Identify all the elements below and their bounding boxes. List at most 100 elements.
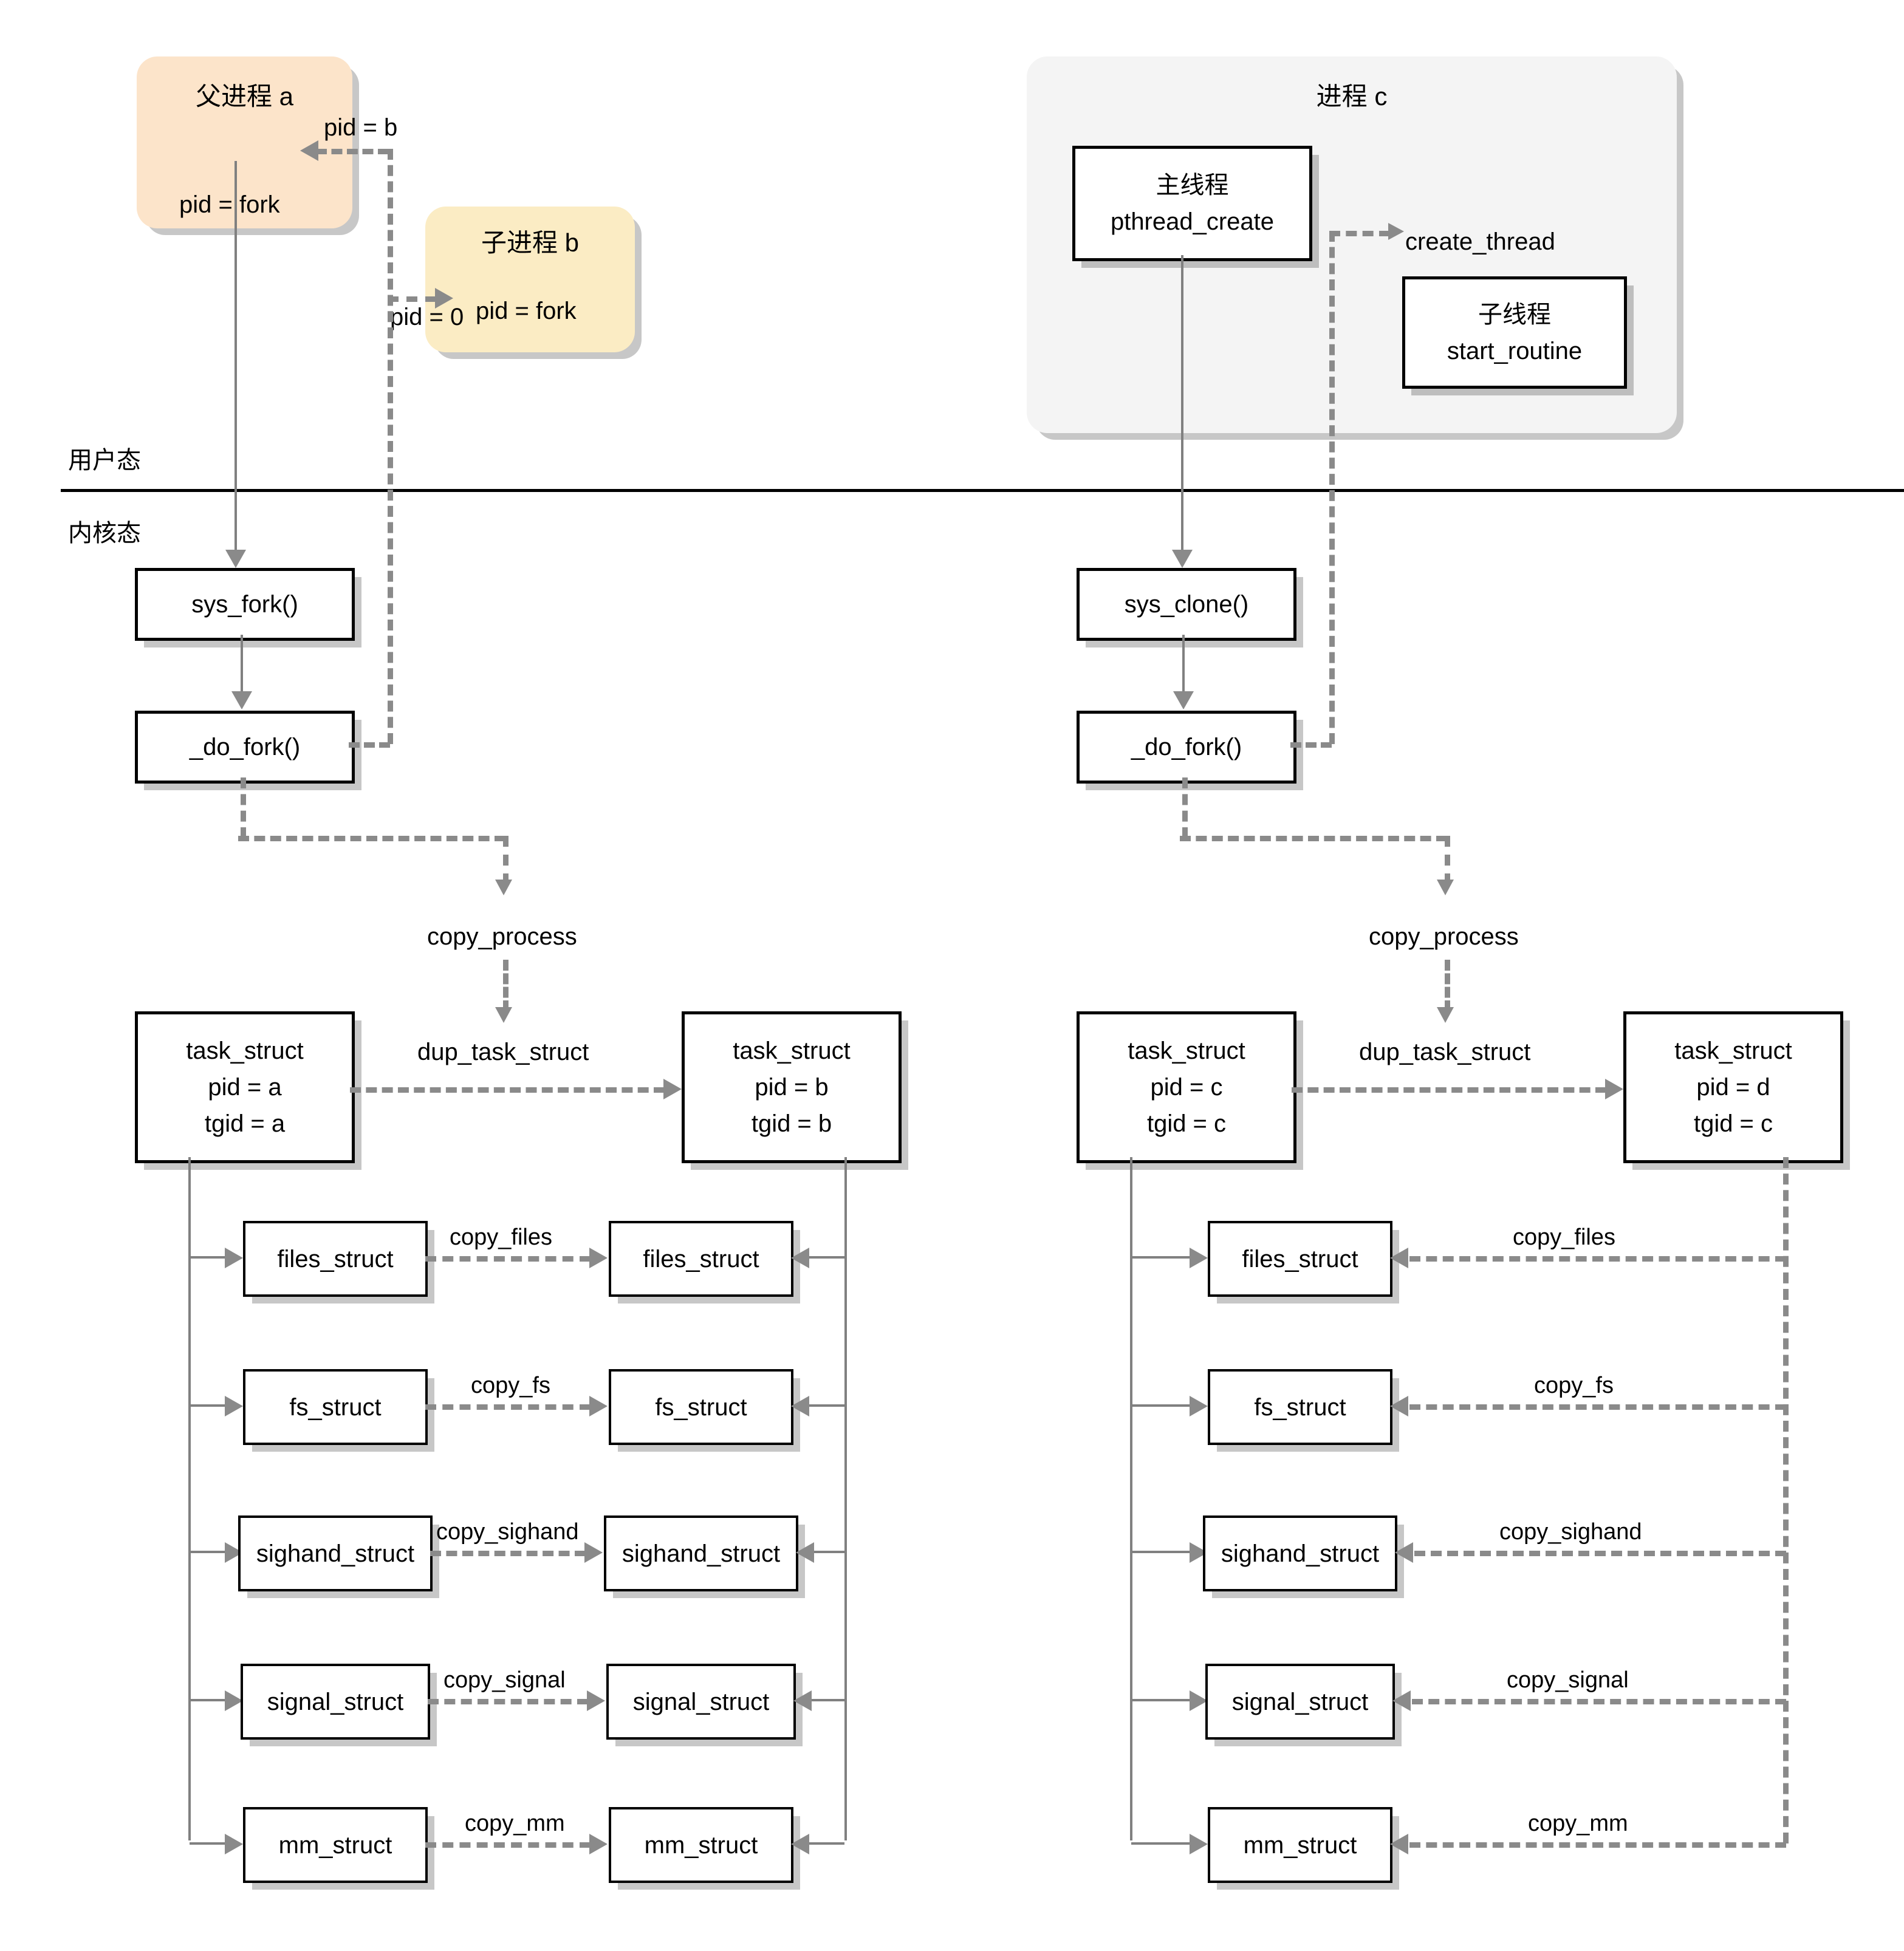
- main-thread-title: 主线程: [1156, 172, 1229, 199]
- task-struct-b-tgid: tgid = b: [751, 1110, 832, 1137]
- bus-to-files-right: [808, 1256, 844, 1259]
- kernel-mode-label: 内核态: [68, 520, 141, 547]
- copy-files-arrowhead-right: [1390, 1248, 1408, 1268]
- copy-process-label-right: copy_process: [1369, 923, 1519, 950]
- dofork-return-h-left: [349, 742, 390, 748]
- copy-files-arrowhead-left: [589, 1248, 608, 1268]
- copy-sighand-arrowhead-right: [1395, 1542, 1413, 1563]
- parent-process-body: pid = fork: [179, 191, 280, 218]
- task-d-bus-line: [1783, 1157, 1789, 1843]
- mm-struct-c-label: mm_struct: [1243, 1831, 1357, 1859]
- dofork-to-copyprocess-h-left: [238, 836, 505, 841]
- mainthread-to-sysclone-arrowhead: [1172, 550, 1193, 568]
- bus-to-files-right-c: [1131, 1256, 1192, 1259]
- signal-struct-c-label: signal_struct: [1231, 1688, 1369, 1715]
- mm-struct-right-box: mm_struct: [609, 1807, 793, 1883]
- copy-mm-label-right: copy_mm: [1528, 1811, 1628, 1836]
- child-process-container: 子进程 b pid = fork: [425, 207, 635, 352]
- sighand-struct-right-box: sighand_struct: [604, 1515, 798, 1591]
- files-struct-c-label: files_struct: [1242, 1245, 1358, 1273]
- task-struct-d-tgid: tgid = c: [1693, 1110, 1773, 1137]
- sys-fork-box: sys_fork(): [135, 568, 355, 641]
- parent-return-label: pid = b: [324, 114, 398, 141]
- do-fork-label-left: _do_fork(): [189, 734, 301, 760]
- copy-sighand-label-right: copy_sighand: [1499, 1519, 1642, 1545]
- create-thread-arrowhead: [1388, 223, 1404, 240]
- child-branch-arrowhead: [435, 288, 453, 309]
- mode-divider-line: [61, 489, 1904, 492]
- mm-struct-c-box: mm_struct: [1208, 1807, 1392, 1883]
- parent-return-arrowhead: [300, 140, 318, 161]
- mainthread-to-sysclone-line: [1181, 255, 1183, 559]
- dofork-to-copyprocess-v2-right: [1445, 836, 1450, 884]
- sighand-struct-left-label: sighand_struct: [256, 1540, 415, 1567]
- fs-struct-c-label: fs_struct: [1254, 1393, 1346, 1421]
- bus-to-mm-right-arrowhead: [791, 1834, 809, 1854]
- copy-signal-label-right: copy_signal: [1507, 1667, 1629, 1693]
- bus-to-mm-right: [808, 1842, 844, 1845]
- copy-signal-arrow-left: [428, 1699, 588, 1704]
- task-struct-b-box: task_struct pid = b tgid = b: [682, 1011, 902, 1163]
- copy-fs-arrow-right: [1409, 1404, 1786, 1410]
- copy-files-arrow-right: [1409, 1256, 1786, 1262]
- dofork-to-copyprocess-v1-left: [241, 777, 246, 838]
- bus-to-signal-left-arrowhead: [225, 1690, 243, 1711]
- sys-clone-label: sys_clone(): [1124, 591, 1249, 618]
- task-struct-d-pid: pid = d: [1696, 1074, 1770, 1101]
- dup-task-struct-label-right: dup_task_struct: [1359, 1039, 1531, 1065]
- bus-to-mm-right-c: [1131, 1842, 1192, 1845]
- child-thread-box: 子线程 start_routine: [1402, 276, 1627, 389]
- create-thread-h: [1329, 231, 1390, 236]
- dofork-to-copyprocess-v1-right: [1182, 777, 1188, 838]
- files-struct-left-label: files_struct: [277, 1245, 394, 1273]
- copy-sighand-arrow-right: [1414, 1551, 1786, 1556]
- sysclone-to-dofork-arrowhead: [1173, 691, 1194, 709]
- dofork-return-v-left: [388, 149, 393, 744]
- bus-to-signal-right-c: [1131, 1699, 1192, 1701]
- copy-mm-arrow-left: [425, 1842, 591, 1848]
- user-mode-label: 用户态: [68, 447, 141, 474]
- bus-to-fs-right-arrowhead: [791, 1396, 809, 1416]
- task-struct-c-pid: pid = c: [1150, 1074, 1223, 1101]
- task-struct-a-box: task_struct pid = a tgid = a: [135, 1011, 355, 1163]
- sys-fork-label: sys_fork(): [191, 591, 298, 618]
- copy-fs-label-right: copy_fs: [1534, 1373, 1614, 1398]
- bus-to-mm-left-arrowhead: [225, 1834, 243, 1854]
- task-struct-c-tgid: tgid = c: [1146, 1110, 1227, 1137]
- task-struct-d-box: task_struct pid = d tgid = c: [1623, 1011, 1843, 1163]
- dofork-return-v-right: [1329, 231, 1335, 744]
- parent-process-container: 父进程 a pid = fork: [137, 56, 352, 228]
- mm-struct-left-label: mm_struct: [278, 1831, 392, 1859]
- dup-task-struct-label-left: dup_task_struct: [417, 1039, 589, 1065]
- bus-to-signal-right-arrowhead: [793, 1690, 812, 1711]
- copy-mm-label-left: copy_mm: [465, 1811, 565, 1836]
- sighand-struct-left-box: sighand_struct: [238, 1515, 433, 1591]
- copy-sighand-label-left: copy_sighand: [436, 1519, 579, 1545]
- dup-arrowhead-right: [1437, 1007, 1454, 1023]
- fs-struct-right-label: fs_struct: [655, 1393, 747, 1421]
- child-process-body: pid = fork: [476, 298, 577, 324]
- sysfork-to-dofork-arrowhead: [231, 691, 252, 709]
- dofork-to-copyprocess-h-right: [1180, 836, 1447, 841]
- sys-clone-box: sys_clone(): [1077, 568, 1296, 641]
- files-struct-right-box: files_struct: [609, 1221, 793, 1297]
- bus-to-fs-right-c-arrowhead: [1190, 1396, 1208, 1416]
- sighand-struct-right-label: sighand_struct: [622, 1540, 781, 1567]
- copy-signal-label-left: copy_signal: [443, 1667, 566, 1693]
- bus-to-files-right-arrowhead: [791, 1248, 809, 1268]
- copy-fs-arrow-left: [425, 1404, 591, 1410]
- signal-struct-left-box: signal_struct: [241, 1664, 430, 1740]
- task-struct-c-title: task_struct: [1128, 1037, 1245, 1064]
- copy-files-arrow-left: [425, 1256, 591, 1262]
- child-process-title: 子进程 b: [481, 228, 580, 257]
- copy-sighand-arrow-left: [430, 1551, 586, 1556]
- signal-struct-right-box: signal_struct: [606, 1664, 796, 1740]
- bus-to-signal-right-c-arrowhead: [1190, 1690, 1208, 1711]
- task-struct-d-title: task_struct: [1674, 1037, 1792, 1064]
- bus-to-mm-left: [190, 1842, 227, 1845]
- dup-task-struct-arrow-left: [350, 1087, 665, 1093]
- task-b-bus-line: [844, 1157, 847, 1840]
- copy-files-label-left: copy_files: [450, 1225, 552, 1250]
- fs-struct-c-box: fs_struct: [1208, 1369, 1392, 1445]
